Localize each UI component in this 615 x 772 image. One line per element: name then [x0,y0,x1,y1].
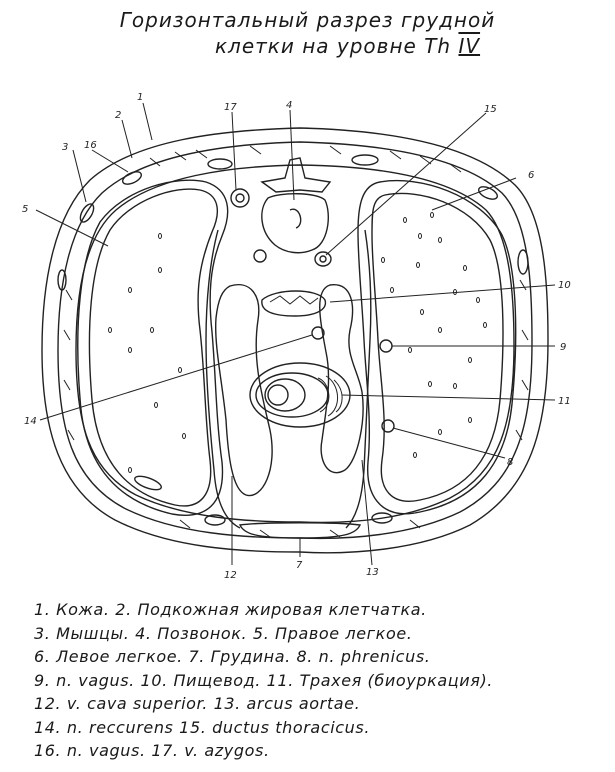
legend-line: 12. v. cava superior. 13. arcus aortae. [34,694,361,713]
thorax-cross-section: 1 2 3 16 4 17 5 15 6 10 9 11 8 14 12 7 1… [22,92,571,581]
left-pleura [357,179,517,515]
chest-wall-hatching [63,145,529,538]
label-4: 4 [286,100,292,111]
right-lung [88,188,219,507]
label-10: 10 [558,280,571,291]
title-text: клетки на уровне Th [214,34,452,58]
sternum [238,522,362,539]
trachea-bifurcation [317,375,343,417]
n-vagus-right [253,249,267,263]
mediastinal-pleura-left [345,229,372,529]
label-3: 3 [62,142,68,153]
right-pleura [77,179,229,516]
esophagus-lumen [269,295,319,305]
label-2: 2 [115,110,121,121]
label-13: 13 [366,567,379,578]
vertebra-level: IV [458,34,481,58]
legend-line: 3. Мышцы. 4. Позвонок. 5. Правое легкое. [34,623,413,643]
label-8: 8 [507,457,513,468]
arcus-aortae [319,284,364,474]
mediastinal-pleura-right [205,229,241,529]
vertebra-body [261,193,329,254]
label-15: 15 [484,104,497,115]
diagram-title-line-2: клетки на уровне Th IV [40,34,615,58]
label-11: 11 [558,396,571,407]
legend-line: 9. n. vagus. 10. Пищевод. 11. Трахея (би… [34,670,493,690]
label-7: 7 [296,560,303,571]
label-5: 5 [22,204,28,215]
legend: 1. Кожа. 2. Подкожная жировая клетчатка.… [34,598,609,763]
label-17: 17 [224,102,237,113]
trachea-ring-3 [267,384,289,406]
leader-lines [35,102,556,566]
label-16: 16 [84,140,97,151]
wall-vessels [57,154,529,526]
ductus-thoracicus-inner [319,255,327,263]
n-phrenicus [381,419,395,433]
legend-line: 16. n. vagus. 17. v. azygos. [34,741,270,760]
lung-alveoli-dots [108,212,487,473]
ductus-thoracicus [314,251,332,267]
label-1: 1 [137,92,143,103]
diagram-title-line-1: Горизонтальный разрез грудной [119,8,496,32]
esophagus [261,290,327,317]
n-vagus-left [379,339,393,353]
n-reccurens [311,326,325,340]
muscle-outline [75,164,515,524]
vertebra-spinous [260,157,332,193]
trachea-ring-1 [255,372,329,418]
v-azygos [230,188,250,208]
trachea-ring-2 [264,378,306,412]
vertebra-canal [289,208,302,229]
legend-line: 6. Левое легкое. 7. Грудина. 8. n. phren… [34,647,431,666]
label-14: 14 [24,416,37,427]
label-9: 9 [560,342,566,353]
label-6: 6 [528,170,534,181]
v-azygos-inner [235,193,245,203]
legend-line: 14. n. reccurens 15. ductus thoracicus. [34,717,371,737]
left-lung [371,192,504,502]
legend-line: 1. Кожа. 2. Подкожная жировая клетчатка. [34,600,427,619]
v-cava-superior [214,284,273,497]
label-12: 12 [224,570,237,581]
